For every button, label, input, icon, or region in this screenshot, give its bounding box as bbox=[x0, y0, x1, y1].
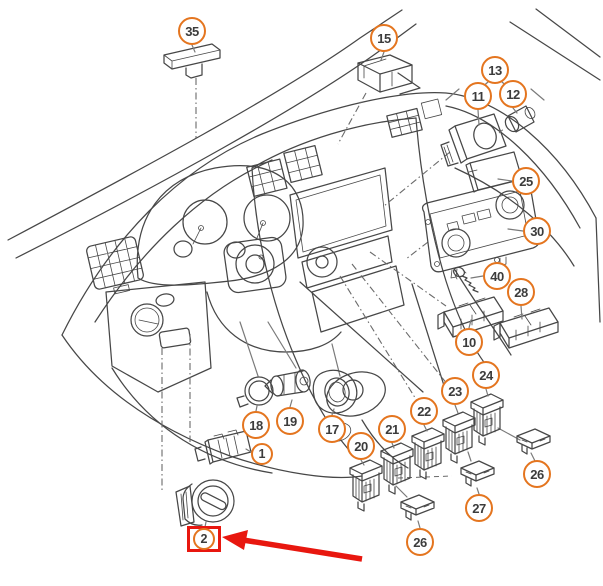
part-19-lock-cylinder bbox=[264, 369, 311, 397]
windshield-lines bbox=[7, 8, 601, 259]
callout-21[interactable]: 21 bbox=[378, 415, 406, 443]
callout-label: 30 bbox=[530, 223, 544, 239]
part-15-switch bbox=[357, 54, 421, 95]
callout-26-bottom[interactable]: 26 bbox=[406, 528, 434, 556]
callout-13[interactable]: 13 bbox=[481, 56, 509, 84]
callout-20[interactable]: 20 bbox=[347, 432, 375, 460]
part-28-switch-strip bbox=[493, 307, 559, 349]
callout-22[interactable]: 22 bbox=[410, 397, 438, 425]
knee-panel bbox=[105, 281, 212, 393]
callout-26-right[interactable]: 26 bbox=[523, 460, 551, 488]
callout-40[interactable]: 40 bbox=[483, 262, 511, 290]
callout-2-highlighted[interactable]: 2 bbox=[193, 528, 215, 550]
callout-15[interactable]: 15 bbox=[370, 24, 398, 52]
center-stack bbox=[246, 117, 491, 459]
red-highlight-box bbox=[187, 526, 221, 552]
part-18-ring bbox=[236, 376, 274, 408]
dashboard-outline bbox=[61, 92, 601, 479]
part-27-blank-cap bbox=[460, 460, 495, 487]
part-22-switch bbox=[411, 427, 445, 480]
callout-label: 11 bbox=[471, 88, 485, 104]
part-11-socket-housing bbox=[440, 113, 507, 167]
callout-19[interactable]: 19 bbox=[276, 407, 304, 435]
callout-label: 26 bbox=[413, 534, 427, 550]
callout-label: 26 bbox=[530, 466, 544, 482]
callout-35[interactable]: 35 bbox=[178, 17, 206, 45]
part-20-switch bbox=[349, 459, 383, 512]
callout-28[interactable]: 28 bbox=[507, 278, 535, 306]
left-air-vent bbox=[86, 236, 144, 295]
callout-label: 19 bbox=[283, 413, 297, 429]
callout-1[interactable]: 1 bbox=[251, 443, 273, 465]
callout-label: 12 bbox=[506, 86, 520, 102]
callout-label: 22 bbox=[417, 403, 431, 419]
part-35-switch bbox=[163, 43, 221, 79]
center-console bbox=[299, 269, 512, 469]
callout-label: 21 bbox=[385, 421, 399, 437]
steering-column-shroud bbox=[206, 291, 342, 353]
callout-25[interactable]: 25 bbox=[512, 167, 540, 195]
part-1-switch-module bbox=[194, 429, 252, 465]
callout-17[interactable]: 17 bbox=[318, 415, 346, 443]
callout-30[interactable]: 30 bbox=[523, 217, 551, 245]
callout-label: 35 bbox=[185, 23, 199, 39]
callout-label: 24 bbox=[479, 367, 493, 383]
callout-18[interactable]: 18 bbox=[242, 411, 270, 439]
part-40-screw bbox=[453, 266, 479, 293]
callout-11[interactable]: 11 bbox=[464, 82, 492, 110]
callout-12[interactable]: 12 bbox=[499, 80, 527, 108]
callout-label: 23 bbox=[448, 383, 462, 399]
column-bezel bbox=[223, 236, 338, 294]
part-26-blank-cap-right bbox=[516, 428, 551, 455]
callout-label: 25 bbox=[519, 173, 533, 189]
callout-label: 28 bbox=[514, 284, 528, 300]
callout-label: 15 bbox=[377, 30, 391, 46]
callout-label: 13 bbox=[488, 62, 502, 78]
callout-label: 18 bbox=[249, 417, 263, 433]
part-2-headlight-switch bbox=[175, 479, 235, 527]
part-12-lighter-element bbox=[498, 105, 536, 134]
callout-27[interactable]: 27 bbox=[465, 494, 493, 522]
callout-label: 2 bbox=[200, 532, 208, 546]
centerlines bbox=[161, 78, 521, 498]
part-17-trim-bezel bbox=[312, 369, 358, 414]
part-24-switch bbox=[470, 393, 504, 446]
instrument-cluster bbox=[136, 165, 304, 286]
callout-10[interactable]: 10 bbox=[455, 328, 483, 356]
callout-label: 1 bbox=[258, 447, 266, 461]
callout-label: 10 bbox=[462, 334, 476, 350]
part-26-blank-cap-bottom bbox=[400, 494, 435, 521]
callout-label: 17 bbox=[325, 421, 339, 437]
callout-label: 27 bbox=[472, 500, 486, 516]
red-highlight-arrow bbox=[222, 530, 363, 562]
part-23-switch bbox=[442, 411, 476, 464]
callout-label: 20 bbox=[354, 438, 368, 454]
callout-24[interactable]: 24 bbox=[472, 361, 500, 389]
callout-label: 40 bbox=[490, 268, 504, 284]
callout-23[interactable]: 23 bbox=[441, 377, 469, 405]
